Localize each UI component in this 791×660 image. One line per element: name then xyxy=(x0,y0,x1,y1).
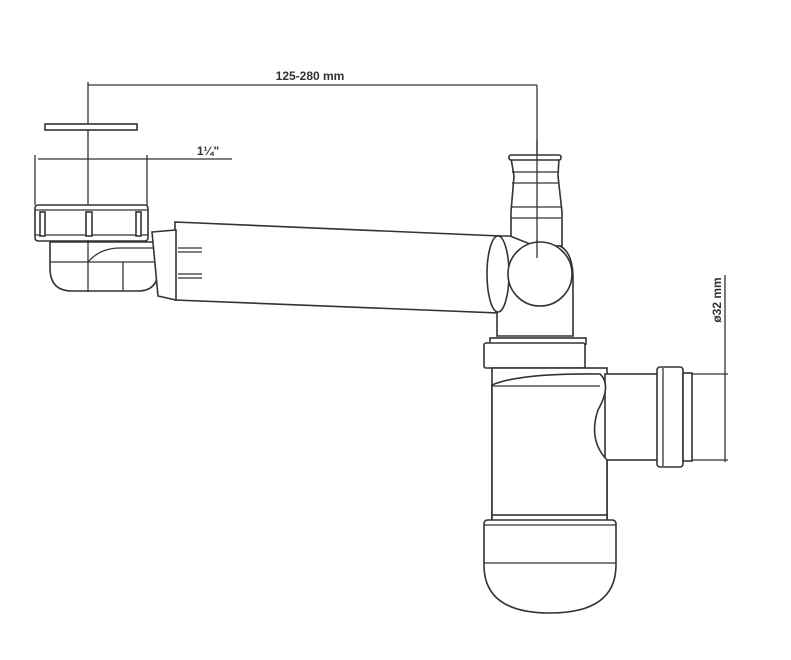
trap-nut xyxy=(483,337,587,369)
extension-arm xyxy=(174,221,501,314)
inlet-bowl xyxy=(49,241,159,292)
inlet-size-label: 1¼" xyxy=(197,144,219,158)
inlet-size-dimension: 1¼" xyxy=(34,144,232,205)
ball-joint-elbow xyxy=(486,235,574,337)
overflow-hose-connector xyxy=(508,140,563,258)
trap-bottom-cup xyxy=(483,514,617,614)
arm-length-label: 125-280 mm xyxy=(276,69,345,83)
outlet-collar xyxy=(656,366,684,468)
outlet-diameter-label: ø32 mm xyxy=(710,277,724,322)
outlet-diameter-dimension: ø32 mm xyxy=(692,275,728,462)
inlet-nut xyxy=(34,204,149,242)
trap-body xyxy=(491,366,693,519)
arm-length-dimension: 125-280 mm xyxy=(87,69,538,292)
arm-collar xyxy=(151,229,177,301)
plug-disc xyxy=(44,123,138,131)
